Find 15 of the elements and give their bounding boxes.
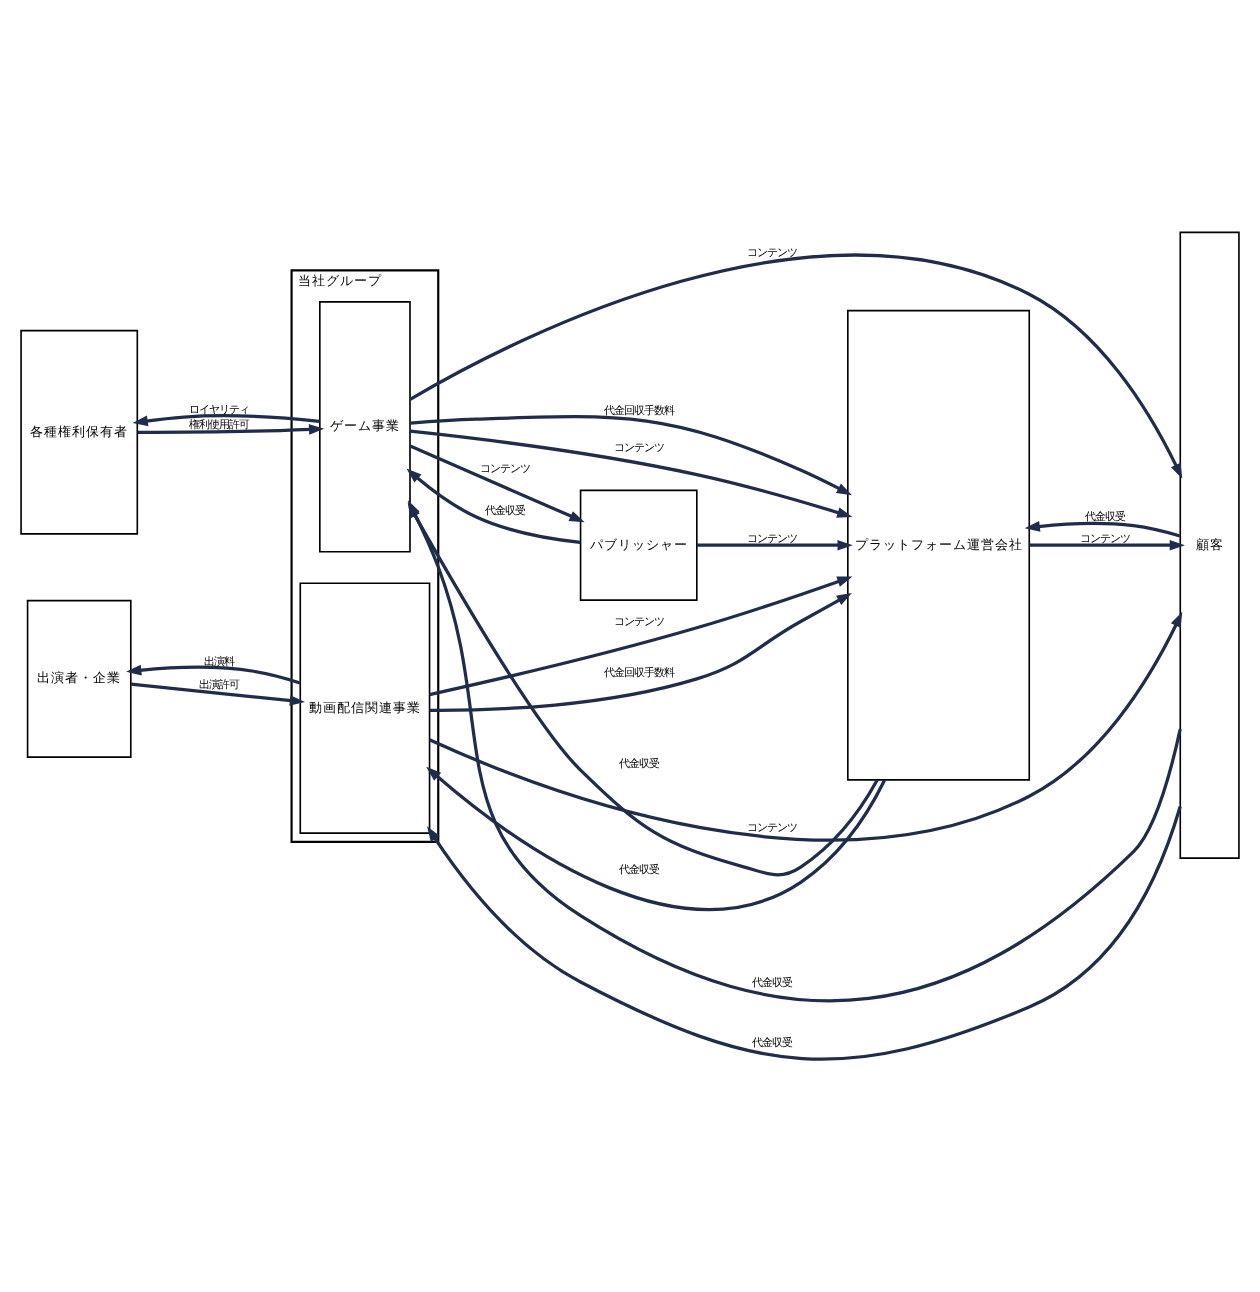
arrow — [137, 424, 325, 435]
arrow — [429, 576, 853, 697]
arrow — [410, 429, 853, 518]
arrow — [132, 414, 320, 427]
arrow — [428, 611, 1183, 842]
arrow — [410, 415, 852, 496]
arrow — [126, 664, 301, 685]
arrow — [409, 253, 1183, 479]
arrow — [696, 539, 853, 551]
arrow — [1029, 539, 1185, 551]
arrow — [1024, 521, 1181, 538]
arrow — [426, 766, 886, 912]
arrow — [427, 806, 1182, 1061]
arrow — [429, 593, 852, 712]
arrow — [130, 682, 306, 706]
